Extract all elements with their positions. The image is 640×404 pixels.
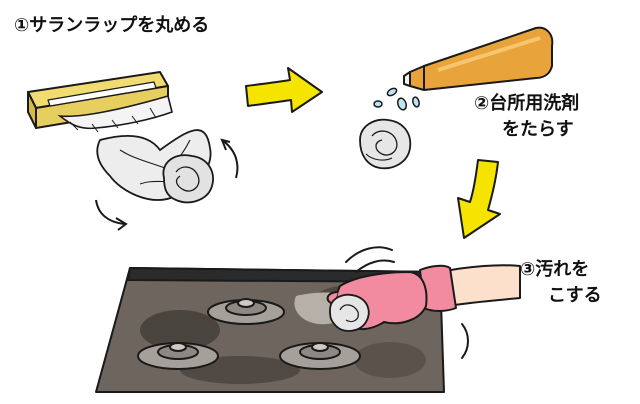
rotate-arrow-left — [95, 199, 125, 225]
step3-label-line2: こする — [548, 285, 602, 306]
burner-back — [207, 298, 285, 325]
scrub-motion-lines — [345, 246, 469, 359]
burner-front-left — [137, 342, 219, 370]
arrow-right-icon — [245, 67, 323, 113]
step2-label-line2: をたらす — [502, 119, 574, 140]
plastic-wrap-box-icon — [27, 71, 169, 129]
wrap-ball-step3 — [329, 293, 370, 332]
detergent-bottle-icon — [403, 26, 554, 91]
wrap-ball-step2 — [359, 118, 412, 170]
wrap-ball — [162, 154, 214, 204]
rotate-arrow-right — [221, 139, 239, 179]
step1-label: ①サランラップを丸める — [14, 15, 210, 36]
step2-label-line1: ②台所用洗剤 — [474, 93, 580, 114]
plastic-wrap-film — [57, 94, 173, 133]
burner-front-right — [279, 342, 361, 370]
detergent-drops — [373, 87, 420, 111]
rubber-glove-hand-icon — [326, 264, 521, 330]
arrow-down-icon — [457, 159, 501, 239]
rotate-arrowhead-right — [220, 138, 231, 151]
rotate-arrowhead-left — [115, 217, 128, 231]
step3-label-line1: ③汚れを — [520, 259, 590, 280]
